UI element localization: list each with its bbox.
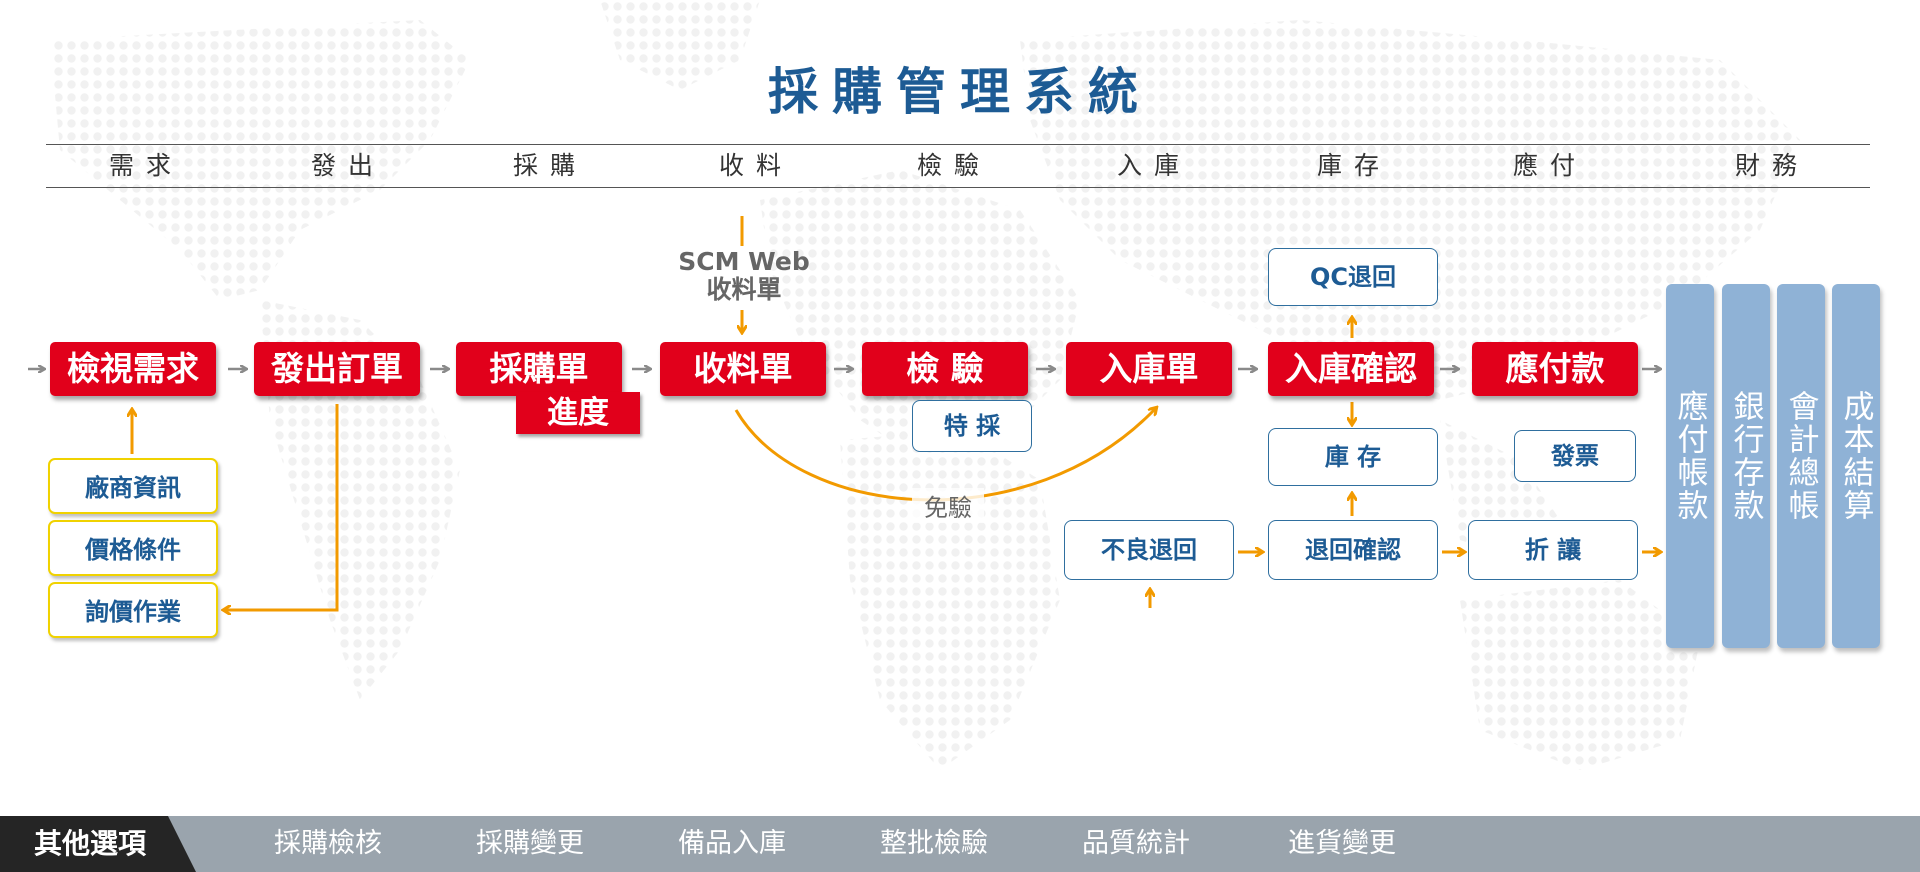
warehouse-confirm-box[interactable]: 入庫確認	[1268, 342, 1434, 396]
scm-web-label: SCM Web 收料單	[672, 248, 816, 304]
warehouse-slip-box[interactable]: 入庫單	[1066, 342, 1232, 396]
issue-order-box[interactable]: 發出訂單	[254, 342, 420, 396]
bottom-item-quality-stats[interactable]: 品質統計	[1082, 828, 1190, 859]
cost-settlement-box[interactable]: 成本結算	[1832, 284, 1880, 648]
stage-label-finance: 財務	[1734, 151, 1809, 180]
defect-return-box[interactable]: 不良退回	[1064, 520, 1234, 580]
cost-settlement-label: 成本結算	[1837, 390, 1874, 522]
stage-label-inspect: 檢驗	[916, 151, 991, 180]
payable-box[interactable]: 應付款	[1472, 342, 1638, 396]
receiving-slip-box[interactable]: 收料單	[660, 342, 826, 396]
general-ledger-label: 會計總帳	[1782, 390, 1819, 522]
price-terms-box[interactable]: 價格條件	[48, 520, 218, 576]
return-confirm-box[interactable]: 退回確認	[1268, 520, 1438, 580]
invoice-box[interactable]: 發票	[1514, 430, 1636, 482]
bottom-options-bar: 其他選項 採購檢核 採購變更 備品入庫 整批檢驗 品質統計 進貨變更	[0, 816, 1920, 872]
bottom-item-receipt-change[interactable]: 進貨變更	[1288, 828, 1396, 859]
stage-label-demand: 需求	[108, 151, 183, 180]
inquiry-box[interactable]: 詢價作業	[48, 582, 218, 638]
bottom-item-purchase-check[interactable]: 採購檢核	[274, 828, 382, 859]
inspection-exempt-label: 免驗	[912, 488, 984, 523]
scm-web-line2: 收料單	[706, 275, 782, 304]
stage-header-bar: 需求 發出 採購 收料 檢驗 入庫 庫存 應付 財務	[46, 144, 1870, 188]
accounts-payable-label: 應付帳款	[1671, 390, 1708, 522]
discount-box[interactable]: 折 讓	[1468, 520, 1638, 580]
stage-label-issue: 發出	[310, 151, 385, 180]
stage-label-warehouse-in: 入庫	[1116, 151, 1191, 180]
other-options-tab[interactable]: 其他選項	[0, 816, 196, 872]
bottom-item-batch-inspection[interactable]: 整批檢驗	[880, 828, 988, 859]
accounts-payable-box[interactable]: 應付帳款	[1666, 284, 1714, 648]
page-title: 採購管理系統	[768, 63, 1152, 121]
bank-deposit-label: 銀行存款	[1727, 390, 1764, 522]
vendor-info-box[interactable]: 廠商資訊	[48, 458, 218, 514]
scm-web-line1: SCM Web	[678, 247, 810, 276]
stage-label-payable: 應付	[1512, 151, 1587, 180]
general-ledger-box[interactable]: 會計總帳	[1777, 284, 1825, 648]
qc-return-box[interactable]: QC退回	[1268, 248, 1438, 306]
stage-label-inventory: 庫存	[1316, 151, 1391, 180]
stage-label-purchase: 採購	[512, 151, 587, 180]
inspect-demand-box[interactable]: 檢視需求	[50, 342, 216, 396]
stage-label-receive: 收料	[718, 151, 793, 180]
inspection-box[interactable]: 檢 驗	[862, 342, 1028, 396]
progress-tag[interactable]: 進度	[516, 392, 640, 434]
special-purchase-box[interactable]: 特 採	[912, 400, 1032, 452]
bottom-item-spare-stock-in[interactable]: 備品入庫	[678, 828, 786, 859]
purchase-order-box[interactable]: 採購單	[456, 342, 622, 396]
bank-deposit-box[interactable]: 銀行存款	[1722, 284, 1770, 648]
stock-box[interactable]: 庫 存	[1268, 428, 1438, 486]
bottom-item-purchase-change[interactable]: 採購變更	[476, 828, 584, 859]
